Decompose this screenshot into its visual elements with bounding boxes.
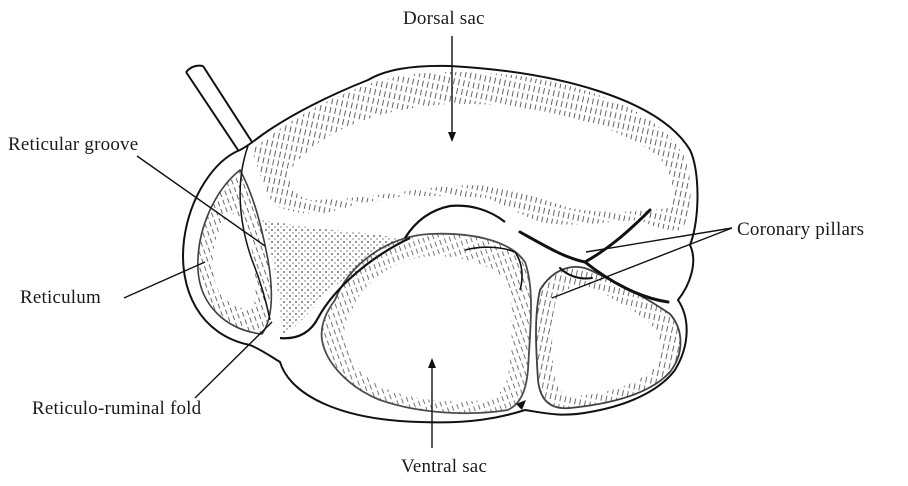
cranial-pillar	[405, 206, 505, 238]
label-reticular-groove: Reticular groove	[8, 134, 138, 156]
esophagus	[186, 66, 252, 150]
label-reticulo-ruminal-fold: Reticulo-ruminal fold	[32, 398, 201, 420]
label-ventral-sac: Ventral sac	[401, 456, 487, 478]
label-reticulum: Reticulum	[20, 287, 101, 309]
label-dorsal-sac: Dorsal sac	[403, 8, 485, 30]
label-coronary-pillars: Coronary pillars	[737, 219, 864, 241]
